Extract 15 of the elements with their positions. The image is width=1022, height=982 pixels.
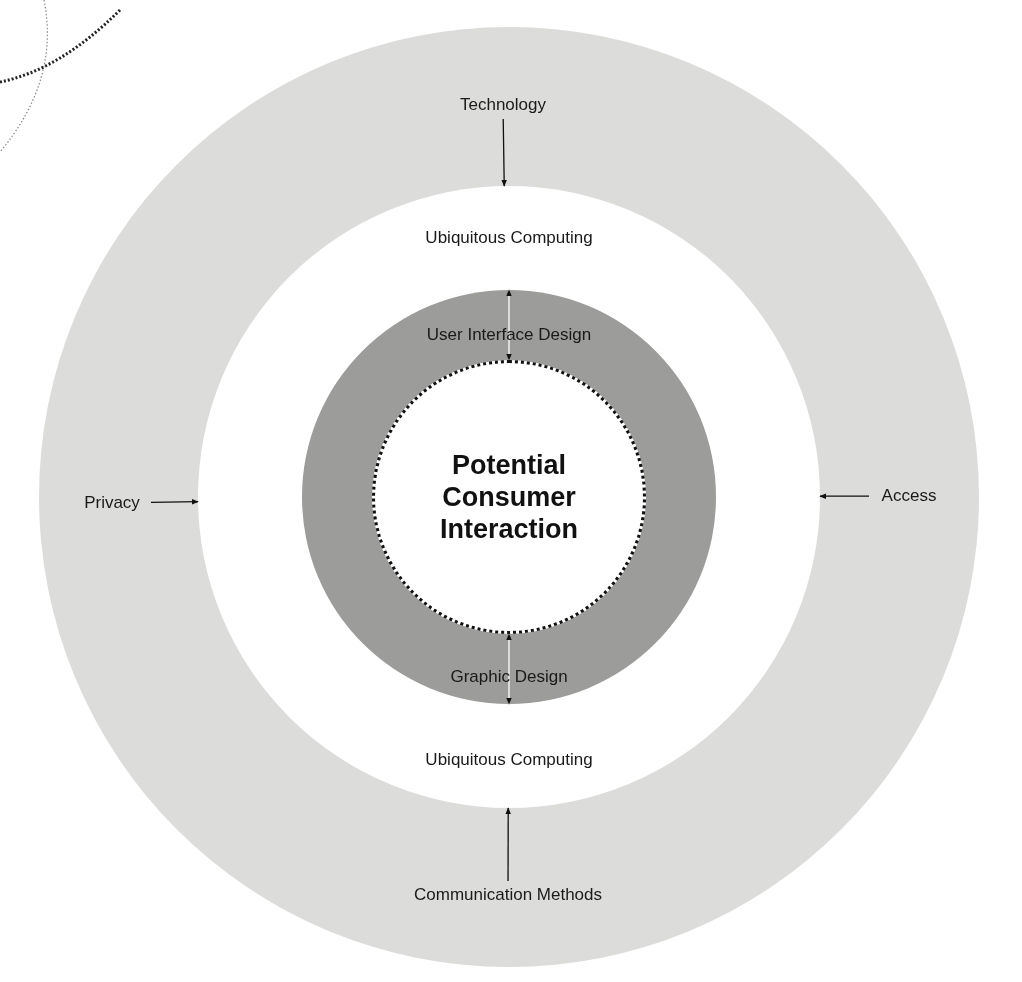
ring-label: User Interface Design <box>426 324 592 346</box>
arrow <box>150 499 199 505</box>
ring-label: Ubiquitous Computing <box>425 749 593 771</box>
arrow <box>506 289 512 361</box>
center-label: Potential Consumer Interaction <box>439 449 579 545</box>
ring-label: Ubiquitous Computing <box>425 227 593 249</box>
arrow <box>819 493 870 499</box>
factor-label: Access <box>880 485 938 507</box>
factor-label: Privacy <box>83 492 141 514</box>
arrow <box>505 807 511 882</box>
factor-label: Communication Methods <box>413 884 603 906</box>
arrow <box>501 118 507 187</box>
ring-label: Graphic Design <box>450 666 568 688</box>
arrow <box>506 633 512 705</box>
factor-label: Technology <box>459 94 547 116</box>
